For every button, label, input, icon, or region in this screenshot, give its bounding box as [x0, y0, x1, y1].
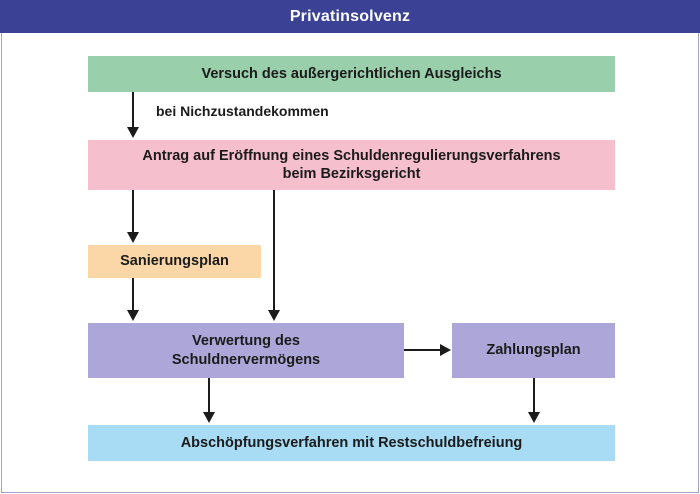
arrowhead-verwertung-to-zahlungsplan — [440, 344, 451, 356]
flow-node-label-group: Antrag auf Eröffnung eines Schuldenregul… — [142, 147, 560, 183]
arrowhead-zahlungsplan-to-abschoepfung — [528, 412, 540, 423]
flow-node-label: Versuch des außergerichtlichen Ausgleich… — [201, 65, 502, 82]
figure-title-bar: Privatinsolvenz — [0, 0, 700, 33]
flow-node-zahlungsplan: Zahlungsplan — [452, 323, 615, 378]
flow-node-sanierungsplan: Sanierungsplan — [88, 245, 261, 278]
connector-antrag-to-sanierungsplan — [132, 190, 134, 233]
arrowhead-aussergerichtlicher-to-antrag — [127, 127, 139, 138]
flow-node-label-line1: Verwertung des — [192, 333, 300, 350]
flow-node-label: Zahlungsplan — [486, 342, 581, 359]
edge-label-bei-nichzustandekommen: bei Nichzustandekommen — [156, 103, 329, 119]
flow-node-label-line1: Antrag auf Eröffnung eines Schuldenregul… — [142, 147, 561, 164]
flow-node-antrag-eroeffnung: Antrag auf Eröffnung eines Schuldenregul… — [88, 140, 615, 190]
connector-aussergerichtlicher-to-antrag — [132, 92, 134, 129]
connector-zahlungsplan-to-abschoepfung — [533, 378, 535, 414]
arrowhead-verwertung-to-abschoepfung — [203, 412, 215, 423]
connector-verwertung-to-zahlungsplan — [404, 349, 441, 351]
connector-sanierungsplan-to-verwertung — [132, 278, 134, 311]
flowchart-canvas: Versuch des außergerichtlichen Ausgleich… — [1, 33, 699, 493]
connector-antrag-to-verwertung — [273, 190, 275, 311]
arrowhead-antrag-to-sanierungsplan — [127, 232, 139, 243]
flow-node-label: Abschöpfungsverfahren mit Restschuldbefr… — [180, 434, 523, 451]
connector-verwertung-to-abschoepfung — [208, 378, 210, 414]
flow-node-label-line2: beim Bezirksgericht — [282, 166, 421, 182]
flow-node-abschoepfungsverfahren: Abschöpfungsverfahren mit Restschuldbefr… — [88, 425, 615, 461]
flow-node-verwertung-schuldnervermoegen: Verwertung des Schuldnervermögens — [88, 323, 404, 378]
flow-node-aussergerichtlicher-ausgleich: Versuch des außergerichtlichen Ausgleich… — [88, 56, 615, 92]
flow-node-label-line2: Schuldnervermögens — [171, 351, 321, 368]
figure-title: Privatinsolvenz — [289, 7, 411, 25]
flow-node-label-group: Verwertung des Schuldnervermögens — [172, 332, 320, 368]
flow-node-label: Sanierungsplan — [120, 253, 229, 270]
arrowhead-antrag-to-verwertung — [268, 310, 280, 321]
arrowhead-sanierungsplan-to-verwertung — [127, 310, 139, 321]
